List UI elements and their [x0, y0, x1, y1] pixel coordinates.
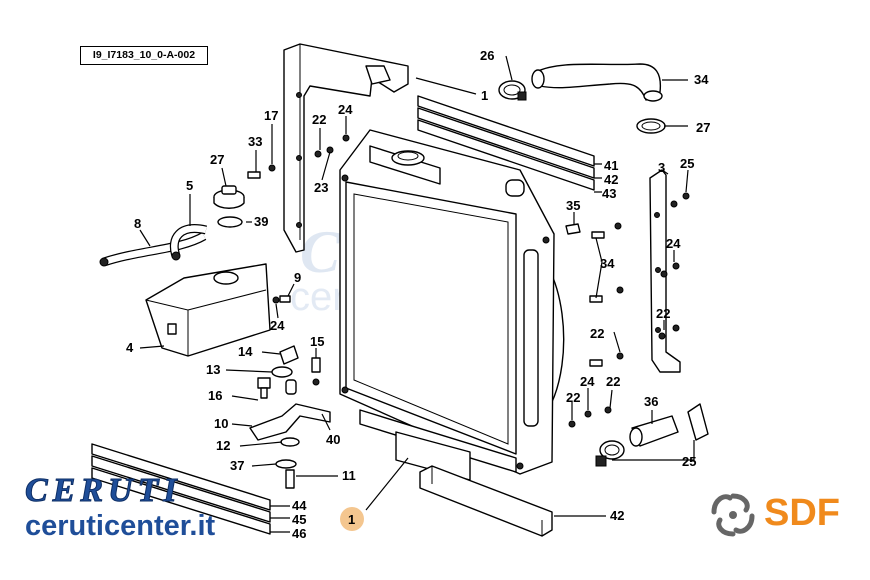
callout-4: 3	[658, 160, 665, 175]
callout-34-a: 33	[248, 134, 262, 149]
part-42-lower-rail	[419, 465, 553, 537]
part-5-expansion-tank	[145, 263, 271, 357]
parts-8-9-hoses	[99, 224, 208, 267]
sdf-emblem-icon	[711, 493, 755, 537]
dealer-brand: CERUTI ceruticenter.it	[24, 472, 216, 542]
callout-24-a: 23	[314, 180, 328, 195]
callout-24-d: 24	[666, 236, 681, 251]
callout-1-highlight[interactable]: 1	[340, 507, 364, 531]
callout-16: 15	[310, 334, 324, 349]
part-1-radiator	[339, 129, 555, 481]
callout-24-c: 24	[580, 374, 595, 389]
callout-22-e: 22	[656, 306, 670, 321]
callout-25-b: 25	[680, 156, 694, 171]
part-35-hose	[531, 63, 663, 102]
callout-23: 22	[606, 374, 620, 389]
callout-44: 43	[602, 186, 616, 201]
callout-41: 39	[254, 214, 268, 229]
part-3-side-bracket	[283, 43, 409, 253]
callout-24-b: 24	[270, 318, 285, 333]
callout-42-b: 42	[610, 508, 624, 523]
callout-11: 10	[214, 416, 228, 431]
part-41-seal	[217, 216, 243, 228]
callout-43: 42	[604, 172, 618, 187]
callout-3: 1	[481, 88, 488, 103]
parts-42-43-44-rails	[417, 95, 595, 191]
part-36-cap	[565, 223, 581, 235]
reference-code-box: I9_I7183_10_0-A-002	[80, 46, 208, 65]
callout-33: 27	[210, 152, 224, 167]
manufacturer-name: SDF	[764, 492, 840, 534]
callout-15: 14	[238, 344, 253, 359]
hardware-bolts-nuts	[247, 134, 690, 489]
callout-8: 5	[186, 178, 193, 193]
part-33-cap	[213, 185, 245, 209]
callout-45: 44	[292, 498, 307, 513]
callout-26: 25	[682, 454, 696, 469]
callout-46: 45	[292, 512, 306, 527]
dealer-name: CERUTI	[24, 472, 182, 509]
callout-42-a: 41	[604, 158, 618, 173]
callout-10: 9	[294, 270, 301, 285]
callout-35: 34	[694, 72, 709, 87]
callout-22-a: 17	[264, 108, 278, 123]
callout-9: 8	[134, 216, 141, 231]
callout-47: 46	[292, 526, 306, 541]
callout-39: 37	[230, 458, 244, 473]
callout-34-b: 34	[600, 256, 615, 271]
part-37-hose	[629, 415, 679, 447]
callout-40: 40	[326, 432, 340, 447]
callout-14: 13	[206, 362, 220, 377]
leader-lines	[139, 55, 695, 533]
callout-12: 11	[342, 468, 356, 483]
callout-27-a: 26	[480, 48, 494, 63]
callout-22-c: 22	[590, 326, 604, 341]
callout-17: 16	[208, 388, 222, 403]
callout-22-d: 22	[566, 390, 580, 405]
manufacturer-logo: SDF	[706, 488, 856, 540]
callout-13: 12	[216, 438, 230, 453]
parts-45-46-47-rails	[91, 443, 271, 535]
callout-1[interactable]: 1	[348, 512, 355, 527]
dealer-url: ceruticenter.it	[25, 510, 216, 542]
callout-36: 35	[566, 198, 580, 213]
callout-5: 4	[126, 340, 134, 355]
callout-27-b: 27	[696, 120, 710, 135]
callout-25-a: 24	[338, 102, 353, 117]
callout-37: 36	[644, 394, 658, 409]
callout-22-b: 22	[312, 112, 326, 127]
part-26-clamps	[595, 403, 709, 467]
callout-labels: 1 3 4 5 8 9 10 11 12 13 14 15 16 17 22 2…	[126, 48, 710, 541]
